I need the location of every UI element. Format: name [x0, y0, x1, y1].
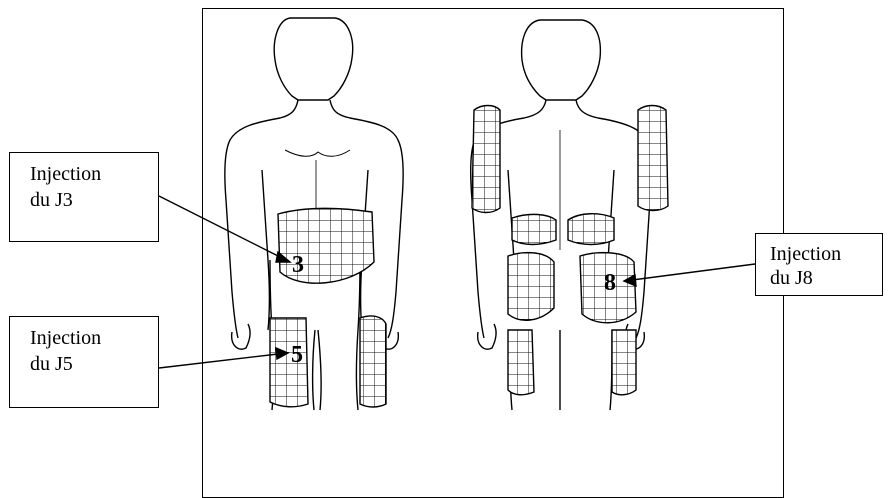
callout-injection-j5: Injection du J5	[9, 316, 159, 408]
callout-j3-line2: du J3	[30, 187, 148, 213]
callout-j5-line1: Injection	[30, 325, 148, 351]
callout-j8-line1: Injection	[770, 242, 876, 266]
back-head	[522, 20, 601, 100]
back-right-thigh-zone	[612, 330, 636, 395]
front-right-thigh-zone	[360, 316, 386, 407]
marker-j8: 8	[604, 270, 616, 296]
back-right-arm-zone	[638, 106, 668, 211]
callout-injection-j8: Injection du J8	[755, 233, 883, 296]
callout-j5-line2: du J5	[30, 351, 148, 377]
marker-j3: 3	[292, 252, 304, 278]
back-left-arm-zone	[472, 106, 500, 213]
back-left-flank-zone	[512, 214, 556, 244]
callout-j3-line1: Injection	[30, 161, 148, 187]
marker-j5: 5	[291, 342, 303, 368]
callout-injection-j3: Injection du J3	[9, 152, 159, 242]
back-left-hand	[478, 324, 496, 349]
front-head	[274, 18, 352, 100]
back-left-thigh-zone	[508, 330, 534, 395]
arrow-j3	[159, 196, 282, 258]
arrow-j5	[159, 354, 278, 368]
front-left-hand	[232, 324, 250, 349]
back-right-flank-zone	[568, 214, 614, 245]
back-left-buttock-zone	[508, 253, 554, 321]
arrow-j8	[632, 264, 755, 280]
callout-j8-line2: du J8	[770, 266, 876, 290]
